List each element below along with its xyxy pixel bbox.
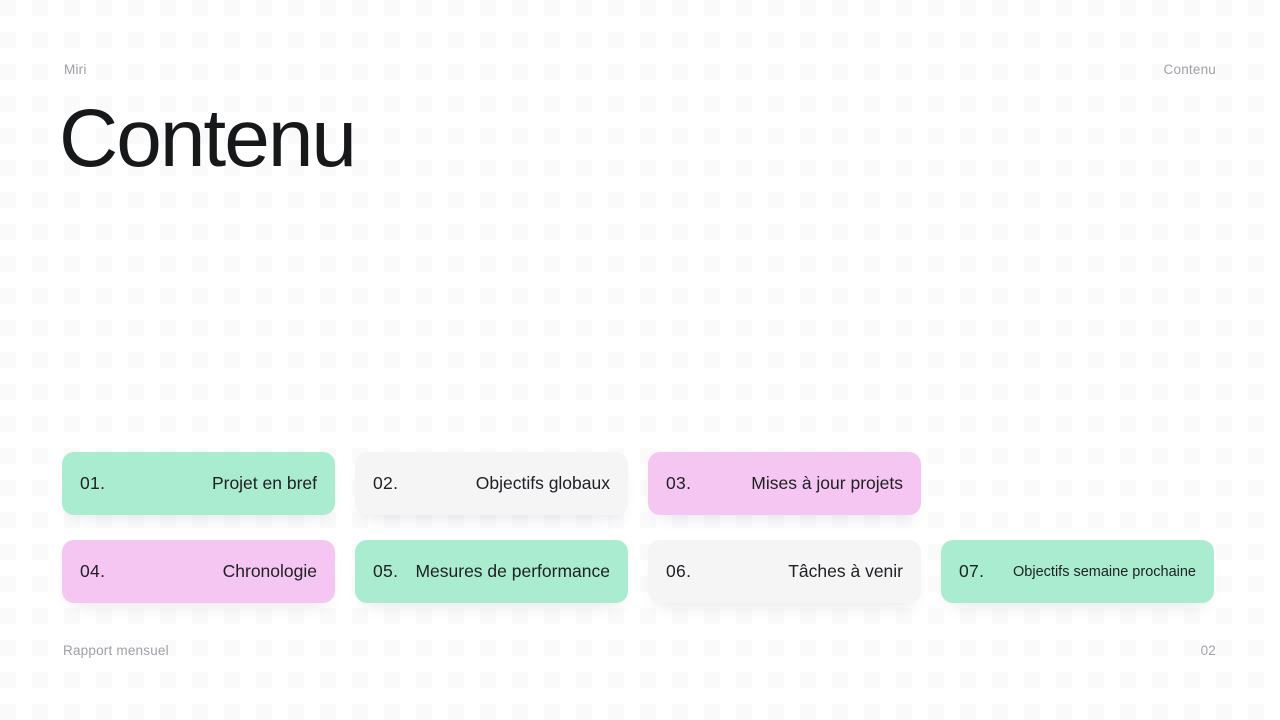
toc-item-01[interactable]: 01. Projet en bref (62, 452, 335, 515)
toc-item-number: 05. (373, 561, 399, 581)
toc-item-number: 02. (373, 473, 399, 493)
footer-label: Rapport mensuel (63, 643, 169, 658)
toc-item-number: 04. (80, 561, 106, 581)
toc-item-number: 07. (959, 561, 985, 581)
toc-item-label: Mesures de performance (415, 561, 610, 581)
toc-item-04[interactable]: 04. Chronologie (62, 540, 335, 603)
toc-item-label: Objectifs semaine prochaine (1013, 563, 1196, 580)
toc-item-06[interactable]: 06. Tâches à venir (648, 540, 921, 603)
toc-item-label: Objectifs globaux (475, 473, 610, 493)
page-number: 02 (1200, 643, 1216, 658)
toc-item-07[interactable]: 07. Objectifs semaine prochaine (941, 540, 1214, 603)
slide-footer: Rapport mensuel 02 (63, 643, 1216, 658)
page-title: Contenu (59, 93, 357, 184)
section-label: Contenu (1163, 62, 1216, 77)
toc-item-number: 03. (666, 473, 692, 493)
toc-item-02[interactable]: 02. Objectifs globaux (355, 452, 628, 515)
toc-item-label: Mises à jour projets (751, 473, 903, 493)
slide-header: Miri Contenu (64, 62, 1216, 77)
toc-item-label: Chronologie (222, 561, 317, 581)
brand-label: Miri (64, 62, 87, 77)
toc-item-05[interactable]: 05. Mesures de performance (355, 540, 628, 603)
toc-item-label: Tâches à venir (788, 561, 903, 581)
toc-item-number: 01. (80, 473, 106, 493)
toc-grid: 01. Projet en bref 02. Objectifs globaux 03.… (62, 452, 1214, 603)
toc-item-03[interactable]: 03. Mises à jour projets (648, 452, 921, 515)
toc-item-label: Projet en bref (211, 473, 317, 493)
toc-item-number: 06. (666, 561, 692, 581)
